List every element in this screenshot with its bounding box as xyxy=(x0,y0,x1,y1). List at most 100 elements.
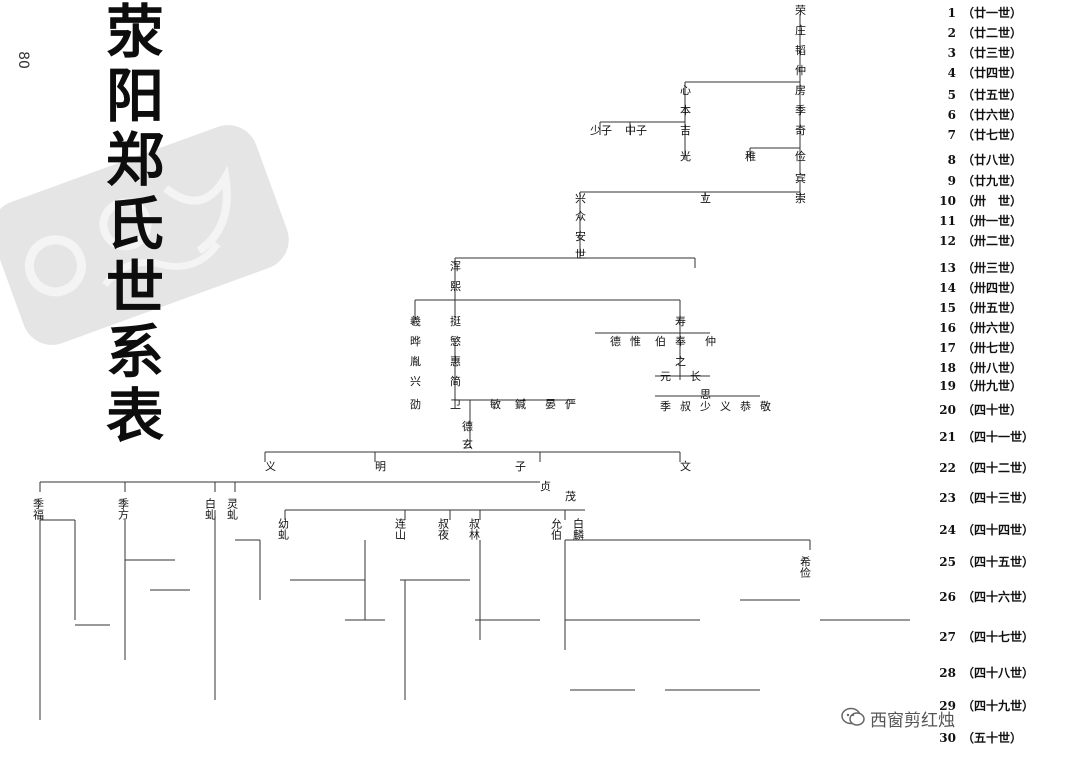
generation-label: （卅三世） xyxy=(962,261,1023,275)
person-name: 少 xyxy=(700,400,711,413)
generation-label: （卅七世） xyxy=(962,341,1023,355)
person-name: 韬 xyxy=(795,44,806,57)
person-name: 胤 xyxy=(410,354,421,368)
generation-label: （四十世） xyxy=(962,403,1023,417)
generation-row: 8（廿八世） xyxy=(932,151,1080,168)
generation-label: （廿六世） xyxy=(962,108,1023,122)
generation-label: （卅一世） xyxy=(962,214,1023,228)
generation-label: （四十二世） xyxy=(962,461,1035,475)
person-name: 季福 xyxy=(32,498,45,521)
generation-row: 21 （四十一世） xyxy=(932,428,1080,445)
person-name: 兴 xyxy=(575,192,586,205)
person-name: 叔 xyxy=(680,399,691,413)
generation-label: （廿五世） xyxy=(962,88,1023,102)
generation-label: （卅六世） xyxy=(962,321,1023,335)
generation-number: 20 xyxy=(939,403,956,417)
person-name: 之 xyxy=(675,354,686,368)
generation-row: 16（卅六世） xyxy=(932,319,1080,336)
generation-row: 19（卅九世） xyxy=(932,377,1080,394)
person-name: 羲 xyxy=(410,314,421,328)
person-name: 惟 xyxy=(630,335,641,348)
person-name: 光 xyxy=(680,149,691,163)
person-name: 玄 xyxy=(462,437,473,451)
generation-row: 9（廿九世） xyxy=(932,172,1080,189)
person-name: 伯 xyxy=(655,334,666,348)
generation-number: 18 xyxy=(939,361,956,375)
generation-number: 13 xyxy=(939,261,956,275)
generation-row: 24（四十四世） xyxy=(932,521,1080,538)
person-name: 寿 xyxy=(675,314,686,328)
person-name: 世 xyxy=(575,248,586,261)
person-name: 少子 xyxy=(590,124,612,137)
title-char-6: 系 xyxy=(105,318,164,386)
generation-number: 21 xyxy=(939,430,956,444)
person-name: 惠 xyxy=(450,354,461,368)
generation-row: 29（四十九世） xyxy=(932,697,1080,714)
person-name: 劭 xyxy=(410,398,421,411)
generation-row: 17（卅七世） xyxy=(932,339,1080,356)
person-name: 俭 xyxy=(795,149,806,163)
person-name: 鍼 xyxy=(515,397,526,411)
generation-row: 3（廿三世） xyxy=(932,44,1080,61)
generation-number: 27 xyxy=(939,630,956,644)
generation-row: 1（廿一世） xyxy=(932,4,1080,21)
generation-label: （四十一世） xyxy=(962,430,1035,444)
person-name: 奇 xyxy=(795,124,806,137)
person-name: 叔林 xyxy=(468,517,481,540)
generation-label: （卅五世） xyxy=(962,301,1023,315)
generation-label: （四十八世） xyxy=(962,666,1035,680)
generation-label: （四十五世） xyxy=(962,555,1035,569)
generation-number: 30 xyxy=(939,731,956,745)
generation-row: 6 （廿六世） xyxy=(932,106,1080,123)
person-name: 敬 xyxy=(760,400,771,413)
person-name: 恭 xyxy=(740,400,751,413)
person-name: 德 xyxy=(462,419,473,433)
person-name: 思 xyxy=(700,388,711,401)
person-name: 挺 xyxy=(450,314,461,328)
generation-row: 12（卅二世） xyxy=(932,232,1080,249)
generation-row: 5（廿五世） xyxy=(932,86,1080,103)
generation-row: 18（卅八世） xyxy=(932,359,1080,376)
title-char-5: 世 xyxy=(105,254,164,322)
generation-label: （四十七世） xyxy=(962,630,1035,644)
generation-row: 2（廿二世） xyxy=(932,24,1080,41)
generation-number: 12 xyxy=(939,234,956,248)
person-name: 仲 xyxy=(705,334,716,348)
person-name: 季方 xyxy=(117,498,130,520)
person-name: 子 xyxy=(515,460,526,473)
person-name: 心 xyxy=(680,84,691,97)
person-name: 本 xyxy=(680,103,691,117)
generation-row: 23（四十三世） xyxy=(932,489,1080,506)
generation-row: 20 （四十世） xyxy=(932,401,1080,418)
person-name: 幼虬 xyxy=(277,518,290,540)
person-name: 晔 xyxy=(410,335,421,348)
watermark-text: 西窗剪红烛 xyxy=(870,711,955,731)
title-char-4: 氏 xyxy=(105,190,164,258)
person-name: 叔夜 xyxy=(437,517,450,541)
generation-label: （廿三世） xyxy=(962,46,1023,60)
title-char-3: 郑 xyxy=(105,126,164,194)
person-name: 茂 xyxy=(565,489,576,503)
person-name: 连山 xyxy=(394,518,407,540)
generation-row: 4 （廿四世） xyxy=(932,64,1080,81)
person-name: 贞 xyxy=(540,479,551,493)
generation-label: （卅九世） xyxy=(962,379,1023,393)
person-name: 长 xyxy=(690,370,701,383)
generation-label: （廿八世） xyxy=(962,153,1023,167)
generation-label: （廿二世） xyxy=(962,26,1023,40)
generation-number: 4 xyxy=(947,66,956,80)
title-char-7: 表 xyxy=(105,382,164,450)
person-name: 宾 xyxy=(795,171,806,185)
person-name: 熙 xyxy=(450,280,461,293)
person-name: 吉 xyxy=(680,124,691,137)
person-name: 中子 xyxy=(625,124,647,137)
person-name: 德 xyxy=(610,334,621,348)
person-name: 希俭 xyxy=(799,555,812,578)
person-name: 崇 xyxy=(795,192,806,205)
generation-label: （五十世） xyxy=(962,731,1023,745)
generation-label: （廿四世） xyxy=(962,66,1023,80)
person-name: 卫 xyxy=(450,398,461,411)
person-name: 浑 xyxy=(450,260,461,273)
person-name: 众 xyxy=(575,210,586,223)
generation-number: 6 xyxy=(947,108,956,122)
